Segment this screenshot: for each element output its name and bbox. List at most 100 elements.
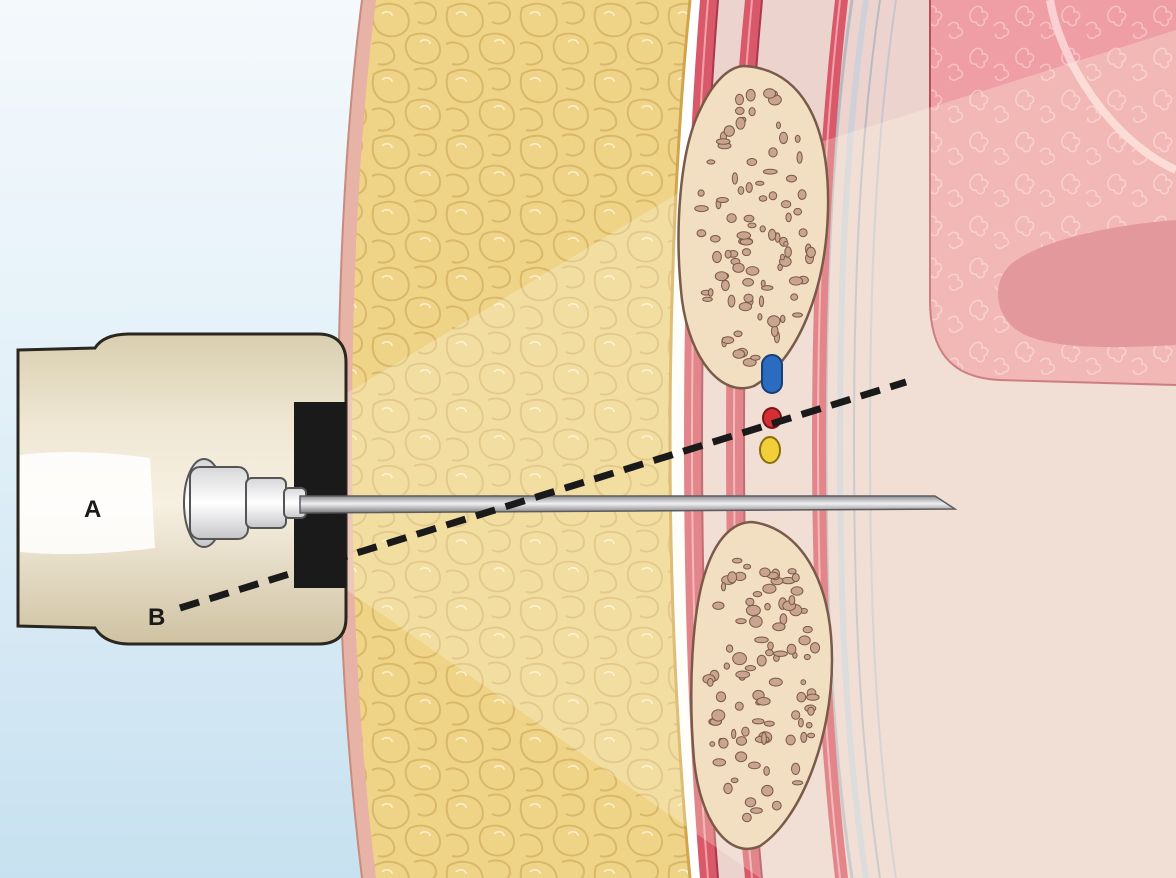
intercostal-nerve — [760, 437, 780, 463]
rib-bone-pore — [784, 242, 788, 247]
rib-bone-pore — [780, 132, 788, 143]
rib-bone-pore — [745, 798, 755, 807]
rib-bone-pore — [746, 183, 752, 193]
rib-bone-pore — [757, 655, 766, 666]
rib-bone-pore — [789, 277, 802, 285]
rib-bone-pore — [736, 671, 750, 678]
rib-bone-pore — [798, 190, 806, 200]
rib-bone-pore — [713, 759, 726, 766]
rib-bone-pore — [759, 196, 767, 201]
rib-bone-pore — [697, 230, 706, 237]
rib-bone-pore — [744, 215, 754, 222]
rib-bone-pore — [787, 175, 797, 182]
rib-bone-pore — [795, 135, 800, 142]
rib-bone-pore — [808, 707, 814, 715]
rib-bone-pore — [785, 247, 792, 257]
rib-bone-pore — [769, 148, 777, 157]
rib-bone-pore — [724, 126, 734, 137]
rib-bone-pore — [713, 251, 722, 262]
rib-bone-pore — [733, 263, 744, 272]
rib-bone-pore — [733, 350, 745, 359]
rib-bone-pore — [801, 732, 807, 742]
rib-bone-pore — [756, 181, 764, 185]
rib-bone-pore — [806, 723, 812, 728]
rib-bone-pore — [764, 721, 774, 726]
rib-bone-pore — [769, 229, 776, 240]
rib-bone-pore — [755, 637, 769, 643]
rib-bone-pore — [734, 331, 742, 337]
rib-bone-pore — [764, 89, 776, 99]
rib-bone-pore — [733, 653, 747, 665]
rib-bone-pore — [794, 208, 802, 215]
rib-bone-pore — [738, 187, 744, 195]
rib-bone-pore — [760, 568, 770, 577]
rib-bone-pore — [759, 296, 763, 307]
rib-bone-pore — [758, 314, 762, 320]
rib-bone-pore — [742, 727, 749, 736]
rib-bone-pore — [724, 783, 732, 793]
rib-bone-pore — [757, 698, 770, 706]
rib-bone-pore — [695, 206, 709, 212]
rib-bone-pore — [746, 89, 755, 101]
rib-bone-pore — [722, 280, 730, 290]
rib-bone-pore — [747, 159, 757, 166]
rib-bone-pore — [791, 294, 798, 300]
intercostal-vein — [762, 355, 782, 393]
rib-bone-pore — [791, 587, 803, 595]
rib-bone-pore — [793, 313, 803, 317]
rib-bone-pore — [793, 781, 803, 785]
rib-bone-pore — [728, 572, 737, 583]
rib-bone-pore — [719, 738, 728, 748]
rib-bone-pore — [772, 801, 781, 810]
rib-bone-pore — [750, 616, 763, 627]
rib-bone-pore — [715, 272, 727, 281]
rib-bone-pore — [761, 280, 765, 286]
rib-bone-pore — [792, 574, 799, 582]
rib-bone-pore — [752, 719, 764, 724]
rib-bone-pore — [736, 94, 744, 105]
rib-bone-pore — [744, 294, 753, 302]
rib-bone-pore — [766, 650, 774, 656]
rib-bone-pore — [797, 692, 806, 702]
rib-bone-pore — [799, 718, 804, 727]
rib-bone-pore — [807, 247, 816, 257]
rib-bone-pore — [749, 108, 755, 116]
rib-bone-pore — [787, 644, 796, 654]
rib-bone-pore — [736, 752, 747, 762]
rib-bone-pore — [780, 254, 784, 260]
rib-bone-pore — [733, 558, 742, 563]
rib-bone-pore — [744, 564, 751, 569]
rib-bone-pore — [763, 584, 776, 593]
rib-bone-pore — [732, 729, 736, 738]
rib-bone-pore — [792, 711, 800, 720]
rib-bone-pore — [713, 602, 724, 609]
rib-bone-pore — [781, 201, 790, 208]
rib-bone-pore — [743, 279, 754, 287]
rib-bone-pore — [712, 710, 725, 721]
rib-bone-pore — [743, 813, 752, 822]
rib-bone-pore — [731, 778, 738, 783]
rib-bone-pore — [762, 733, 767, 745]
rib-bone-pore — [777, 122, 781, 129]
rib-bone-pore — [774, 651, 788, 656]
rib-bone-pore — [810, 643, 819, 653]
rib-bone-pore — [716, 692, 725, 702]
rib-bone-pore — [724, 663, 729, 669]
rib-bone-pore — [722, 337, 734, 344]
rib-bone-pore — [799, 636, 810, 645]
rib-bone-pore — [727, 214, 736, 223]
rib-bone-pore — [769, 678, 782, 686]
rib-bone-pore — [711, 236, 721, 243]
rib-bone-pore — [725, 250, 731, 258]
rib-bone-pore — [710, 742, 715, 747]
rib-bone-pore — [721, 583, 725, 591]
rib-bone-pore — [703, 297, 713, 301]
rib-bone-pore — [808, 733, 815, 738]
rib-bone-pore — [698, 190, 704, 196]
rib-bone-pore — [780, 315, 785, 322]
rib-bone-pore — [748, 223, 756, 228]
rib-bone-pore — [735, 702, 743, 710]
rib-bone-pore — [708, 289, 713, 297]
